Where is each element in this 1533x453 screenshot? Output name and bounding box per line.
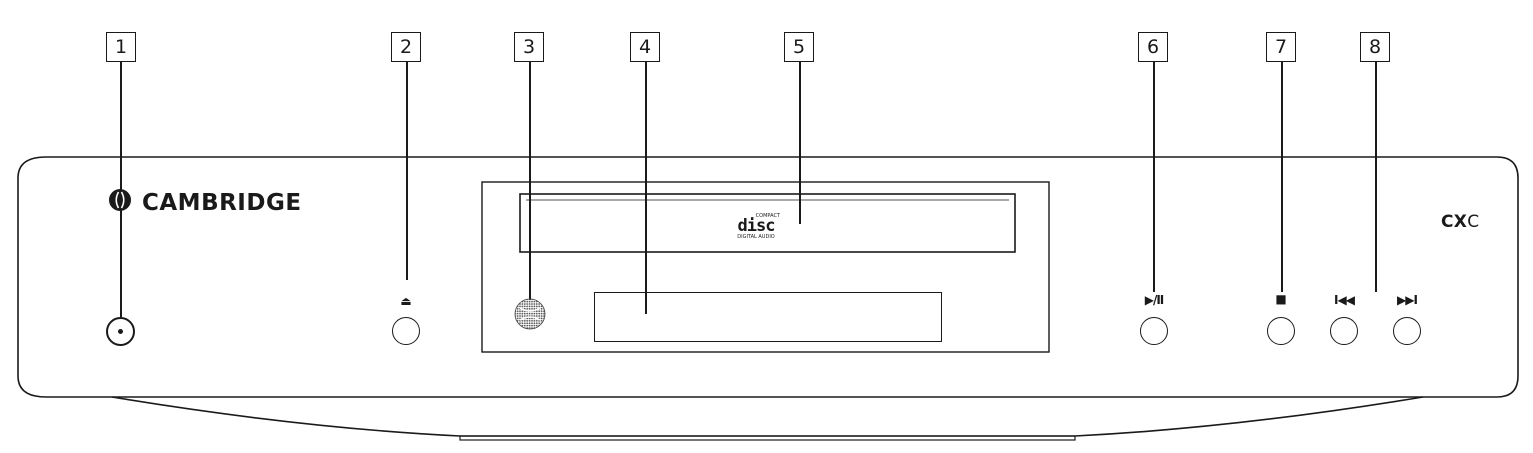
eject-button[interactable]: [392, 317, 420, 345]
disc-tray-slot: [519, 193, 1016, 253]
previous-track-button[interactable]: [1330, 317, 1358, 345]
chassis-body: [17, 156, 1519, 398]
cambridge-logo-icon: [108, 188, 132, 217]
disc-logo-top: COMPACT: [755, 213, 780, 219]
model-name-thin: C: [1467, 212, 1480, 232]
infrared-sensor-icon: [514, 298, 546, 330]
disc-logo-bottom: DIGITAL AUDIO: [737, 234, 775, 240]
disc-tray-panel: [481, 181, 1050, 353]
chassis-base: [111, 396, 1424, 437]
power-icon: [118, 329, 123, 334]
stop-icon: ■: [1275, 292, 1287, 306]
chassis-foot: [459, 435, 1076, 441]
previous-track-icon: I◀◀: [1334, 293, 1355, 307]
leader-line-8: [1375, 62, 1377, 292]
display-window: [594, 292, 942, 342]
leader-line-5: [799, 62, 801, 224]
next-track-icon: ▶▶I: [1397, 293, 1418, 307]
brand-logo: CAMBRIDGE: [108, 188, 302, 217]
stop-button[interactable]: [1267, 317, 1295, 345]
callout-1: 1: [106, 32, 136, 62]
leader-line-7: [1281, 62, 1283, 292]
callout-8: 8: [1360, 32, 1390, 62]
leader-line-2: [406, 62, 408, 280]
callout-7: 7: [1266, 32, 1296, 62]
model-name: CXC: [1441, 214, 1479, 231]
callout-4: 4: [630, 32, 660, 62]
callout-5: 5: [784, 32, 814, 62]
play-pause-icon: ▶/II: [1144, 293, 1165, 307]
play-pause-button[interactable]: [1140, 317, 1168, 345]
callout-3: 3: [514, 32, 544, 62]
leader-line-6: [1153, 62, 1155, 292]
compact-disc-logo: COMPACT disc DIGITAL AUDIO: [728, 214, 784, 240]
leader-line-4: [645, 62, 647, 314]
brand-name: CAMBRIDGE: [142, 189, 302, 216]
next-track-button[interactable]: [1393, 317, 1421, 345]
eject-icon: ⏏: [400, 294, 412, 308]
leader-line-3: [529, 62, 531, 300]
model-name-bold: CX: [1441, 212, 1468, 232]
power-button[interactable]: [106, 317, 135, 346]
disc-logo-main: disc: [737, 216, 776, 236]
callout-2: 2: [391, 32, 421, 62]
callout-6: 6: [1138, 32, 1168, 62]
